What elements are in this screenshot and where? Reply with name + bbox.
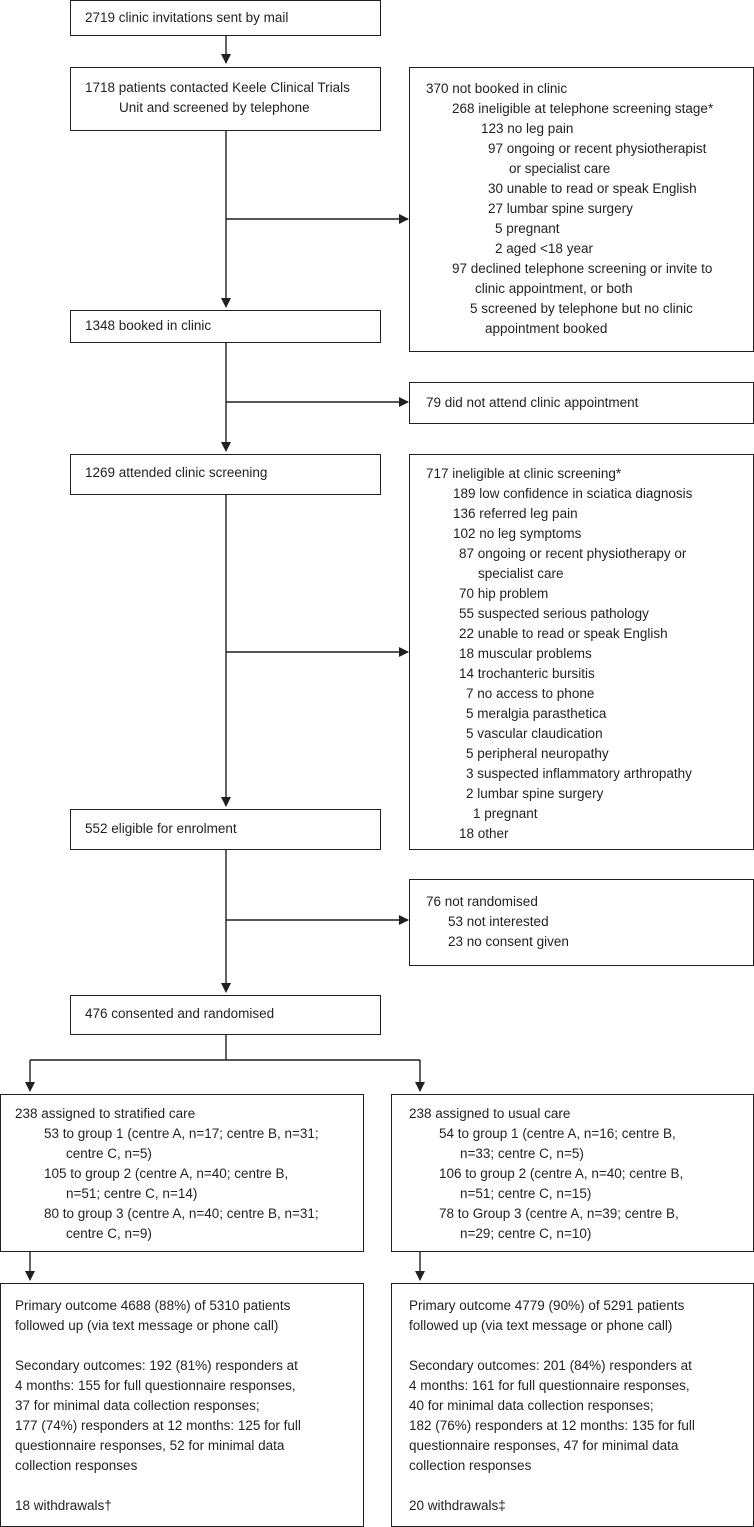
invitations-text: 2719 clinic invitations sent by mail: [85, 10, 289, 25]
not-booked-under-18: 2 aged <18 year: [495, 241, 593, 256]
stratified-group-2-cont: n=51; centre C, n=14): [66, 1186, 198, 1201]
stratified-primary-outcome: Primary outcome 4688 (88%) of 5310 patie…: [15, 1298, 291, 1313]
not-booked-english: 30 unable to read or speak English: [488, 181, 697, 196]
not-booked-telephone-ineligible: 268 ineligible at telephone screening st…: [452, 101, 714, 116]
not-booked-total: 370 not booked in clinic: [426, 81, 568, 96]
not-booked-box: 370 not booked in clinic 268 ineligible …: [409, 67, 754, 352]
usual-care-box: 238 assigned to usual care 54 to group 1…: [391, 1094, 754, 1252]
usual-secondary-4m-minimal: 40 for minimal data collection responses…: [409, 1398, 654, 1413]
stratified-secondary-12m: 177 (74%) responders at 12 months: 125 f…: [15, 1418, 301, 1433]
stratified-group-1-cont: centre C, n=5): [66, 1146, 152, 1161]
not-booked-surgery: 27 lumbar spine surgery: [488, 201, 633, 216]
stratified-secondary-4m-minimal: 37 for minimal data collection responses…: [15, 1398, 260, 1413]
ineligible-clinic-box: 717 ineligible at clinic screening* 189 …: [409, 454, 754, 850]
stratified-secondary-12m-end: collection responses: [15, 1458, 138, 1473]
stratified-withdrawals: 18 withdrawals†: [15, 1498, 112, 1513]
contacted-box: 1718 patients contacted Keele Clinical T…: [70, 67, 381, 131]
ineligible-muscular: 18 muscular problems: [459, 646, 592, 661]
stratified-group-1: 53 to group 1 (centre A, n=17; centre B,…: [44, 1126, 319, 1141]
ineligible-hip: 70 hip problem: [459, 586, 549, 601]
not-randomised-no-consent: 23 no consent given: [448, 934, 569, 949]
usual-total: 238 assigned to usual care: [409, 1106, 571, 1121]
randomised-text: 476 consented and randomised: [85, 1006, 275, 1021]
ineligible-physio: 87 ongoing or recent physiotherapy or: [459, 546, 687, 561]
usual-group-1: 54 to group 1 (centre A, n=16; centre B,: [439, 1126, 676, 1141]
not-randomised-not-interested: 53 not interested: [448, 914, 549, 929]
usual-group-2: 106 to group 2 (centre A, n=40; centre B…: [439, 1166, 684, 1181]
usual-group-3: 78 to Group 3 (centre A, n=39; centre B,: [439, 1206, 679, 1221]
usual-secondary-12m: 182 (76%) responders at 12 months: 135 f…: [409, 1418, 695, 1433]
not-randomised-box: 76 not randomised 53 not interested 23 n…: [409, 879, 754, 966]
not-booked-screened: 5 screened by telephone but no clinic: [470, 301, 693, 316]
ineligible-pregnant: 1 pregnant: [473, 806, 538, 821]
usual-group-2-cont: n=51; centre C, n=15): [460, 1186, 592, 1201]
usual-outcomes-box: Primary outcome 4779 (90%) of 5291 patie…: [391, 1283, 754, 1527]
stratified-primary-outcome-cont: followed up (via text message or phone c…: [15, 1318, 279, 1333]
ineligible-other: 18 other: [459, 826, 509, 841]
stratified-total: 238 assigned to stratified care: [15, 1106, 196, 1121]
stratified-care-box: 238 assigned to stratified care 53 to gr…: [0, 1094, 364, 1252]
usual-group-3-cont: n=29; centre C, n=10): [460, 1226, 592, 1241]
stratified-secondary-outcomes: Secondary outcomes: 192 (81%) responders…: [15, 1358, 298, 1373]
stratified-group-2: 105 to group 2 (centre A, n=40; centre B…: [44, 1166, 289, 1181]
eligible-text: 552 eligible for enrolment: [85, 821, 237, 836]
usual-primary-outcome-cont: followed up (via text message or phone c…: [409, 1318, 673, 1333]
ineligible-meralgia: 5 meralgia parasthetica: [466, 706, 607, 721]
usual-withdrawals: 20 withdrawals‡: [409, 1498, 506, 1513]
ineligible-clinic-total: 717 ineligible at clinic screening*: [426, 466, 622, 481]
ineligible-english: 22 unable to read or speak English: [459, 626, 668, 641]
not-booked-pregnant: 5 pregnant: [495, 221, 560, 236]
stratified-secondary-4m: 4 months: 155 for full questionnaire res…: [15, 1378, 296, 1393]
attended-text: 1269 attended clinic screening: [85, 465, 268, 480]
did-not-attend-text: 79 did not attend clinic appointment: [426, 395, 639, 410]
not-booked-no-leg-pain: 123 no leg pain: [481, 121, 574, 136]
not-booked-physio-cont: or specialist care: [509, 161, 611, 176]
usual-secondary-outcomes: Secondary outcomes: 201 (84%) responders…: [409, 1358, 692, 1373]
usual-primary-outcome: Primary outcome 4779 (90%) of 5291 patie…: [409, 1298, 685, 1313]
ineligible-no-leg-symptoms: 102 no leg symptoms: [453, 526, 582, 541]
stratified-group-3: 80 to group 3 (centre A, n=40; centre B,…: [44, 1206, 319, 1221]
eligible-box: 552 eligible for enrolment: [70, 809, 381, 850]
ineligible-neuropathy: 5 peripheral neuropathy: [466, 746, 609, 761]
stratified-secondary-12m-cont: questionnaire responses, 52 for minimal …: [15, 1438, 285, 1453]
booked-text: 1348 booked in clinic: [85, 318, 212, 333]
contacted-line-2: Unit and screened by telephone: [119, 100, 310, 115]
stratified-outcomes-box: Primary outcome 4688 (88%) of 5310 patie…: [0, 1283, 364, 1527]
randomised-box: 476 consented and randomised: [70, 995, 381, 1035]
attended-box: 1269 attended clinic screening: [70, 454, 381, 495]
ineligible-no-phone: 7 no access to phone: [466, 686, 595, 701]
ineligible-claudication: 5 vascular claudication: [466, 726, 603, 741]
usual-secondary-4m: 4 months: 161 for full questionnaire res…: [409, 1378, 690, 1393]
not-randomised-total: 76 not randomised: [426, 894, 538, 909]
not-booked-physio: 97 ongoing or recent physiotherapist: [488, 141, 707, 156]
did-not-attend-box: 79 did not attend clinic appointment: [409, 382, 754, 424]
ineligible-pathology: 55 suspected serious pathology: [459, 606, 649, 621]
not-booked-declined: 97 declined telephone screening or invit…: [452, 261, 713, 276]
invitations-box: 2719 clinic invitations sent by mail: [70, 0, 381, 36]
not-booked-screened-cont: appointment booked: [485, 321, 608, 336]
ineligible-surgery: 2 lumbar spine surgery: [466, 786, 604, 801]
booked-box: 1348 booked in clinic: [70, 310, 381, 343]
usual-secondary-12m-end: collection responses: [409, 1458, 532, 1473]
usual-group-1-cont: n=33; centre C, n=5): [460, 1146, 584, 1161]
contacted-line-1: 1718 patients contacted Keele Clinical T…: [85, 80, 350, 95]
not-booked-declined-cont: clinic appointment, or both: [475, 281, 633, 296]
ineligible-bursitis: 14 trochanteric bursitis: [459, 666, 595, 681]
usual-secondary-12m-cont: questionnaire responses, 47 for minimal …: [409, 1438, 679, 1453]
stratified-group-3-cont: centre C, n=9): [66, 1226, 152, 1241]
ineligible-arthropathy: 3 suspected inflammatory arthropathy: [466, 766, 692, 781]
ineligible-sciatica: 189 low confidence in sciatica diagnosis: [453, 486, 693, 501]
ineligible-referred-pain: 136 referred leg pain: [453, 506, 578, 521]
ineligible-physio-cont: specialist care: [478, 566, 564, 581]
